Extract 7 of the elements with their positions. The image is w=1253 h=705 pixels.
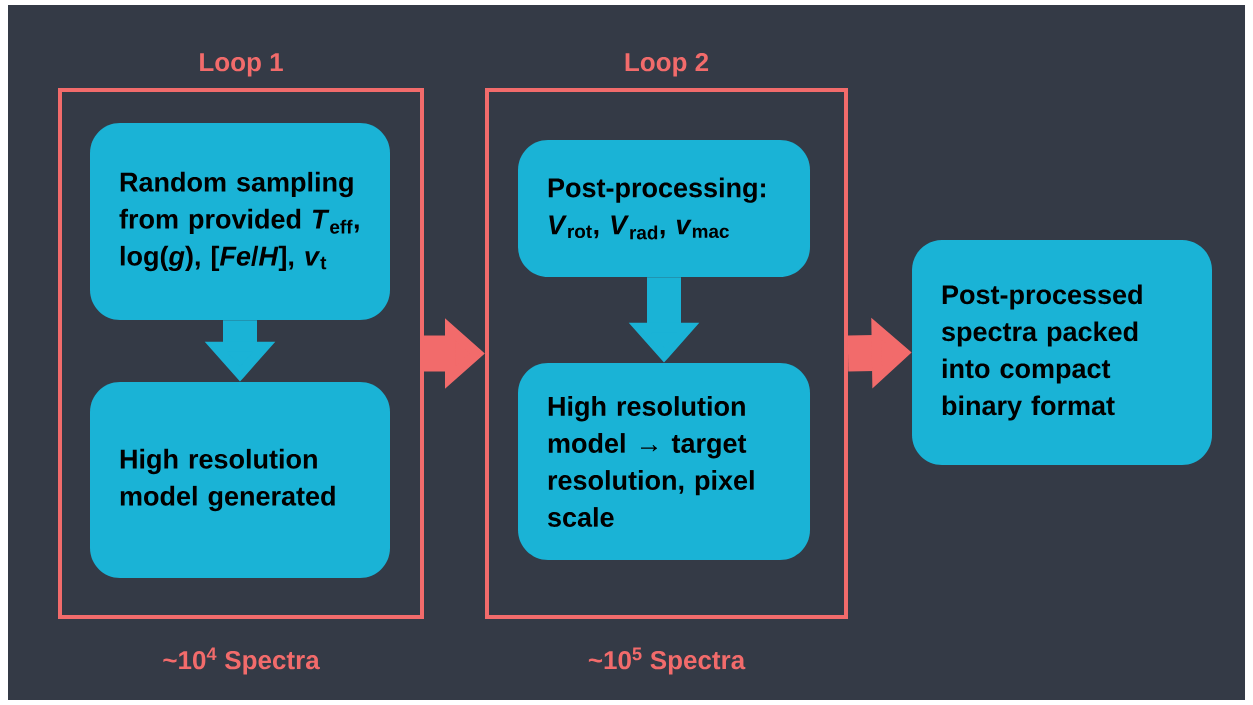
process-box: High resolution model → target resolution, pixel scale xyxy=(518,363,810,560)
process-box: Random sampling from provided T$_{eff}$, log(g), [Fe/H], v$_{t}$ xyxy=(90,123,390,320)
process-box: Post-processed spectra packed into compact binary format xyxy=(912,240,1212,465)
process-box: High resolution model generated xyxy=(90,382,390,578)
process-box: Post-processing: V$_{rot}$, V$_{rad}$, v$_{mac}$ xyxy=(518,140,810,277)
spectra-count: ~10$^{5}$ Spectra xyxy=(588,647,746,675)
spectra-count: ~10$^{4}$ Spectra xyxy=(163,647,320,675)
